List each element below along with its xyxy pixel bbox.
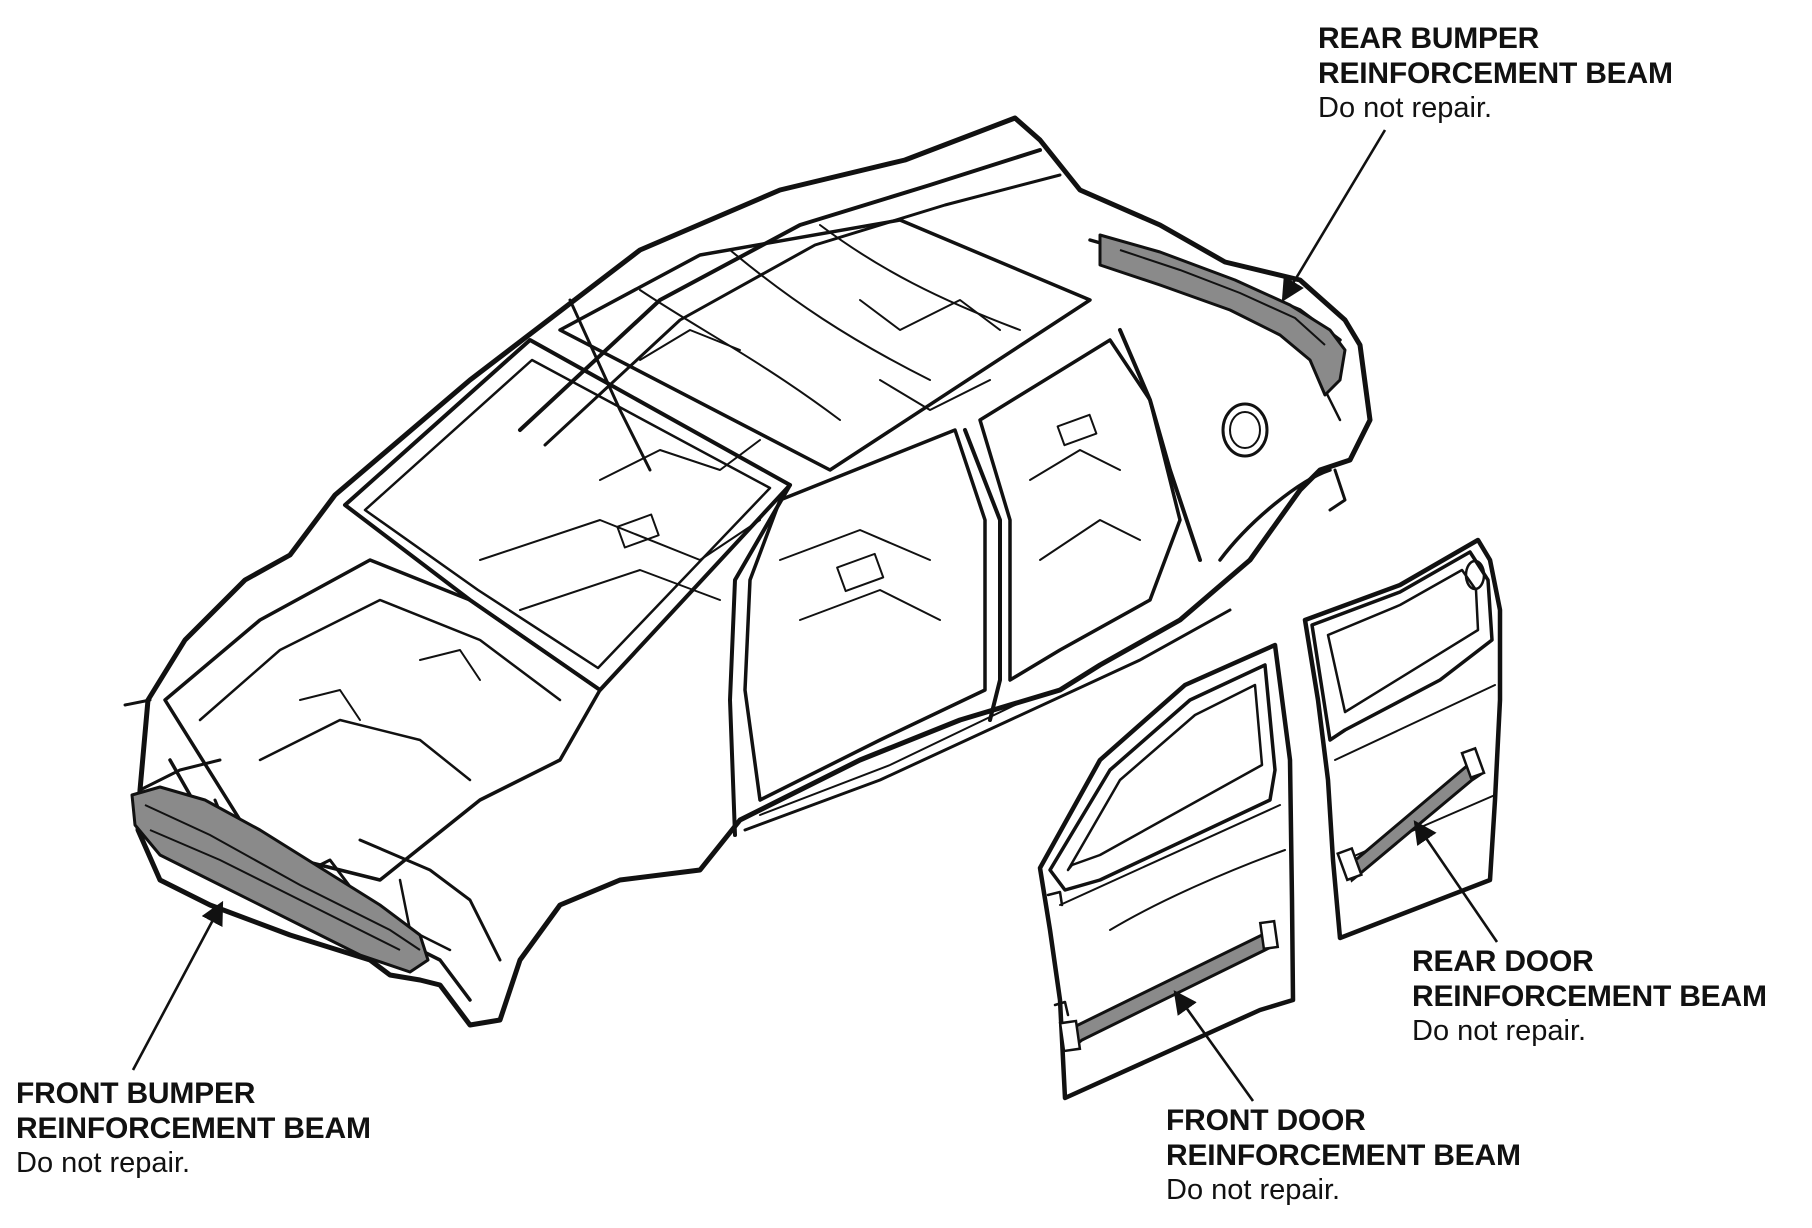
rear-bumper-note: Do not repair. (1318, 91, 1493, 124)
front-door-callout: FRONT DOOR REINFORCEMENT BEAM Do not rep… (1166, 1104, 1521, 1207)
rear-door-title-line2: REINFORCEMENT BEAM (1412, 979, 1767, 1013)
front-door-note: Do not repair. (1166, 1173, 1341, 1206)
front-bumper-title-line2: REINFORCEMENT BEAM (16, 1111, 371, 1145)
rear-door-callout: REAR DOOR REINFORCEMENT BEAM Do not repa… (1412, 945, 1767, 1048)
front-door-opening (743, 428, 987, 802)
rear-bumper-beam (1098, 233, 1347, 397)
front-bumper-beam (130, 785, 430, 974)
windshield-opening (343, 338, 792, 692)
rear-door (1302, 537, 1503, 941)
front-door-title-line1: FRONT DOOR (1166, 1104, 1366, 1137)
rear-bumper-title-line1: REAR BUMPER (1318, 22, 1540, 55)
rear-bumper-title-line2: REINFORCEMENT BEAM (1318, 56, 1673, 90)
b-pillar (963, 428, 1002, 722)
front-door (1037, 642, 1296, 1101)
rear-door-title-line1: REAR DOOR (1412, 945, 1594, 978)
front-bumper-leader (131, 900, 224, 1071)
fuel-door (1221, 402, 1269, 458)
front-bumper-title-line1: FRONT BUMPER (16, 1077, 256, 1110)
front-bumper-callout: FRONT BUMPER REINFORCEMENT BEAM Do not r… (16, 1077, 371, 1180)
rear-bumper-callout: REAR BUMPER REINFORCEMENT BEAM Do not re… (1318, 22, 1673, 125)
front-bumper-note: Do not repair. (16, 1146, 191, 1179)
rear-door-beam (1346, 755, 1483, 883)
rear-door-leader (1413, 820, 1499, 943)
rear-door-note: Do not repair. (1412, 1014, 1587, 1047)
front-door-beam (1066, 925, 1277, 1051)
front-door-leader (1173, 990, 1255, 1102)
rear-bumper-leader (1281, 129, 1387, 303)
rear-door-opening (978, 338, 1182, 682)
body-outline (135, 115, 1373, 1028)
side-sill (743, 608, 1232, 832)
front-door-title-line2: REINFORCEMENT BEAM (1166, 1138, 1521, 1172)
a-pillar (728, 483, 792, 837)
